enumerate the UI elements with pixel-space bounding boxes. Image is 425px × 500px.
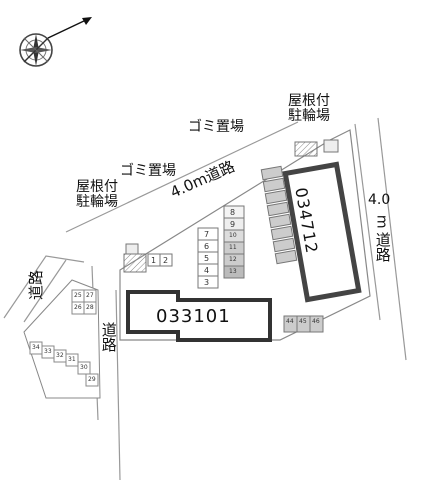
building-034712 [282,161,362,303]
stall-number: 1 [151,256,157,265]
stall-number: 10 [229,232,237,239]
stall-number: 45 [299,318,307,325]
stall-number: 4 [204,266,210,275]
parking-stalls-column-right [223,205,245,279]
stall-number: 32 [56,352,64,359]
bike-shed-left [123,253,147,273]
road-name-center-left: 道路 [99,322,118,352]
stall-number: 25 [74,292,82,299]
road-unit-right: m [373,214,390,229]
building-label-033101: 033101 [156,306,231,327]
bike-shed-top [294,141,318,157]
stall-number: 11 [229,244,237,251]
garbage-area-top [323,139,339,153]
parking-stalls-bottom-right [283,315,324,333]
stall-number: 8 [230,208,236,217]
parking-stalls-top [147,253,173,267]
stall-number: 31 [68,356,76,363]
stall-number: 12 [229,256,237,263]
stall-number: 33 [44,348,52,355]
stall-number: 2 [163,256,169,265]
garbage-label-top: ゴミ置場 [188,119,244,135]
parking-stalls-diag [260,165,298,265]
stall-number: 9 [230,220,236,229]
parking-stalls-column-left [197,227,219,289]
stall-number: 46 [312,318,320,325]
stall-number: 28 [86,304,94,311]
bike-parking-label-left: 屋根付 駐輪場 [76,179,118,211]
stall-number: 26 [74,304,82,311]
road-width-right: 4.0 [368,192,391,208]
garbage-area-left [125,243,139,255]
garbage-label-left: ゴミ置場 [120,163,176,179]
stall-number: 6 [204,242,210,251]
stall-number: 34 [32,344,40,351]
building-033101 [126,290,272,342]
stall-number: 30 [80,364,88,371]
road-name-far-left: 道路 [27,269,45,300]
compass-icon [19,17,92,67]
stall-number: 13 [229,268,237,275]
left-lot-stalls [29,289,99,387]
stall-number: 7 [204,230,210,239]
road-name-right: 道路 [373,232,392,262]
bike-parking-label-top: 屋根付 駐輪場 [288,93,330,125]
stall-number: 3 [204,278,210,287]
stall-number: 5 [204,254,210,263]
stall-number: 29 [88,376,96,383]
stall-number: 27 [86,292,94,299]
stall-number: 44 [286,318,294,325]
